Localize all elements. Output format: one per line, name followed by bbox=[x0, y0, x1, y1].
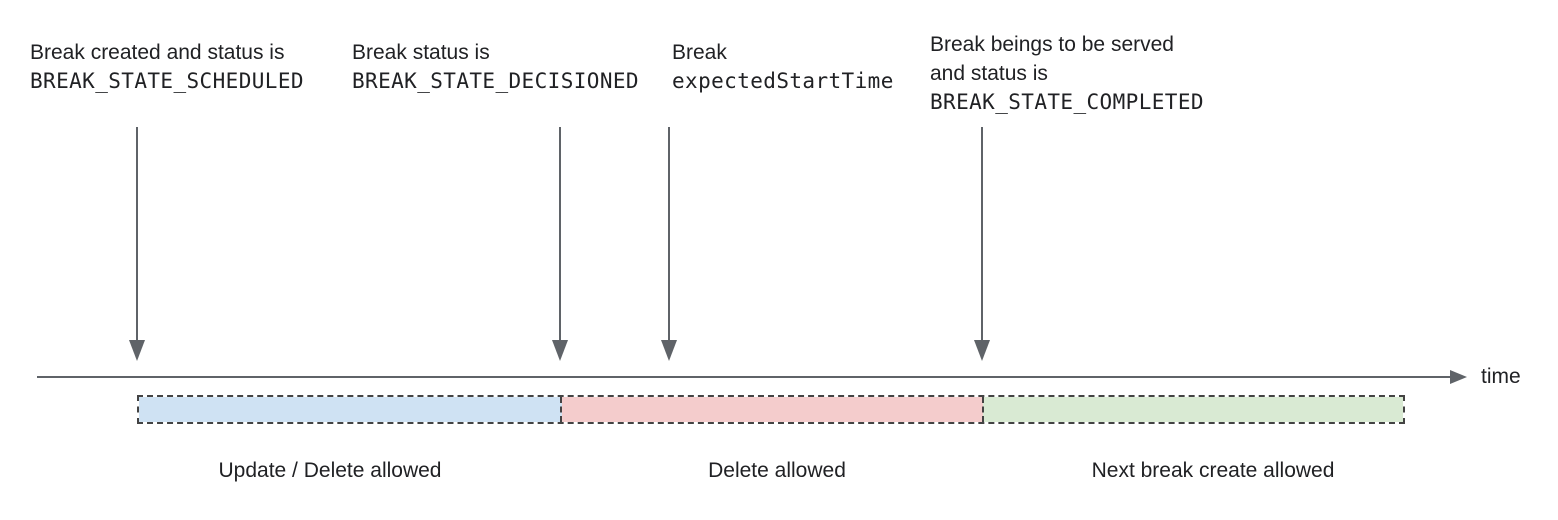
annotation-text: Break created and status is bbox=[30, 41, 285, 64]
annotation-code-text: BREAK_STATE_SCHEDULED bbox=[30, 69, 304, 93]
segment-delete-allowed bbox=[562, 397, 983, 422]
annotation-text: Break beings to be served bbox=[930, 33, 1174, 56]
annotation-break-scheduled: Break created and status is BREAK_STATE_… bbox=[30, 38, 304, 96]
arrowhead-down-icon bbox=[552, 340, 568, 361]
arrowhead-down-icon bbox=[974, 340, 990, 361]
time-axis-arrowhead-icon bbox=[1450, 370, 1467, 384]
segment-divider bbox=[560, 397, 562, 422]
annotation-text: Break bbox=[672, 41, 727, 64]
lifecycle-phase-bar bbox=[137, 395, 1405, 424]
time-axis-line bbox=[37, 376, 1452, 378]
segment-update-delete-allowed bbox=[139, 397, 562, 422]
arrow-stem bbox=[981, 127, 983, 340]
segment-label-next-break: Next break create allowed bbox=[1091, 459, 1335, 482]
segment-next-break-create-allowed bbox=[983, 397, 1403, 422]
annotation-text: and status is bbox=[930, 62, 1048, 85]
annotation-break-decisioned: Break status is BREAK_STATE_DECISIONED bbox=[352, 38, 639, 96]
arrowhead-down-icon bbox=[661, 340, 677, 361]
arrow-stem bbox=[559, 127, 561, 340]
arrowhead-down-icon bbox=[129, 340, 145, 361]
arrow-stem bbox=[136, 127, 138, 340]
segment-label-delete: Delete allowed bbox=[708, 459, 846, 482]
annotation-expected-start-time: Break expectedStartTime bbox=[672, 38, 894, 96]
annotation-break-completed: Break beings to be served and status is … bbox=[930, 30, 1204, 117]
time-axis-label: time bbox=[1481, 365, 1521, 388]
annotation-code-text: BREAK_STATE_COMPLETED bbox=[930, 90, 1204, 114]
annotation-code-text: BREAK_STATE_DECISIONED bbox=[352, 69, 639, 93]
segment-divider bbox=[982, 397, 984, 422]
annotation-code-text: expectedStartTime bbox=[672, 69, 894, 93]
segment-label-update-delete: Update / Delete allowed bbox=[218, 459, 442, 482]
arrow-stem bbox=[668, 127, 670, 340]
annotation-text: Break status is bbox=[352, 41, 490, 64]
